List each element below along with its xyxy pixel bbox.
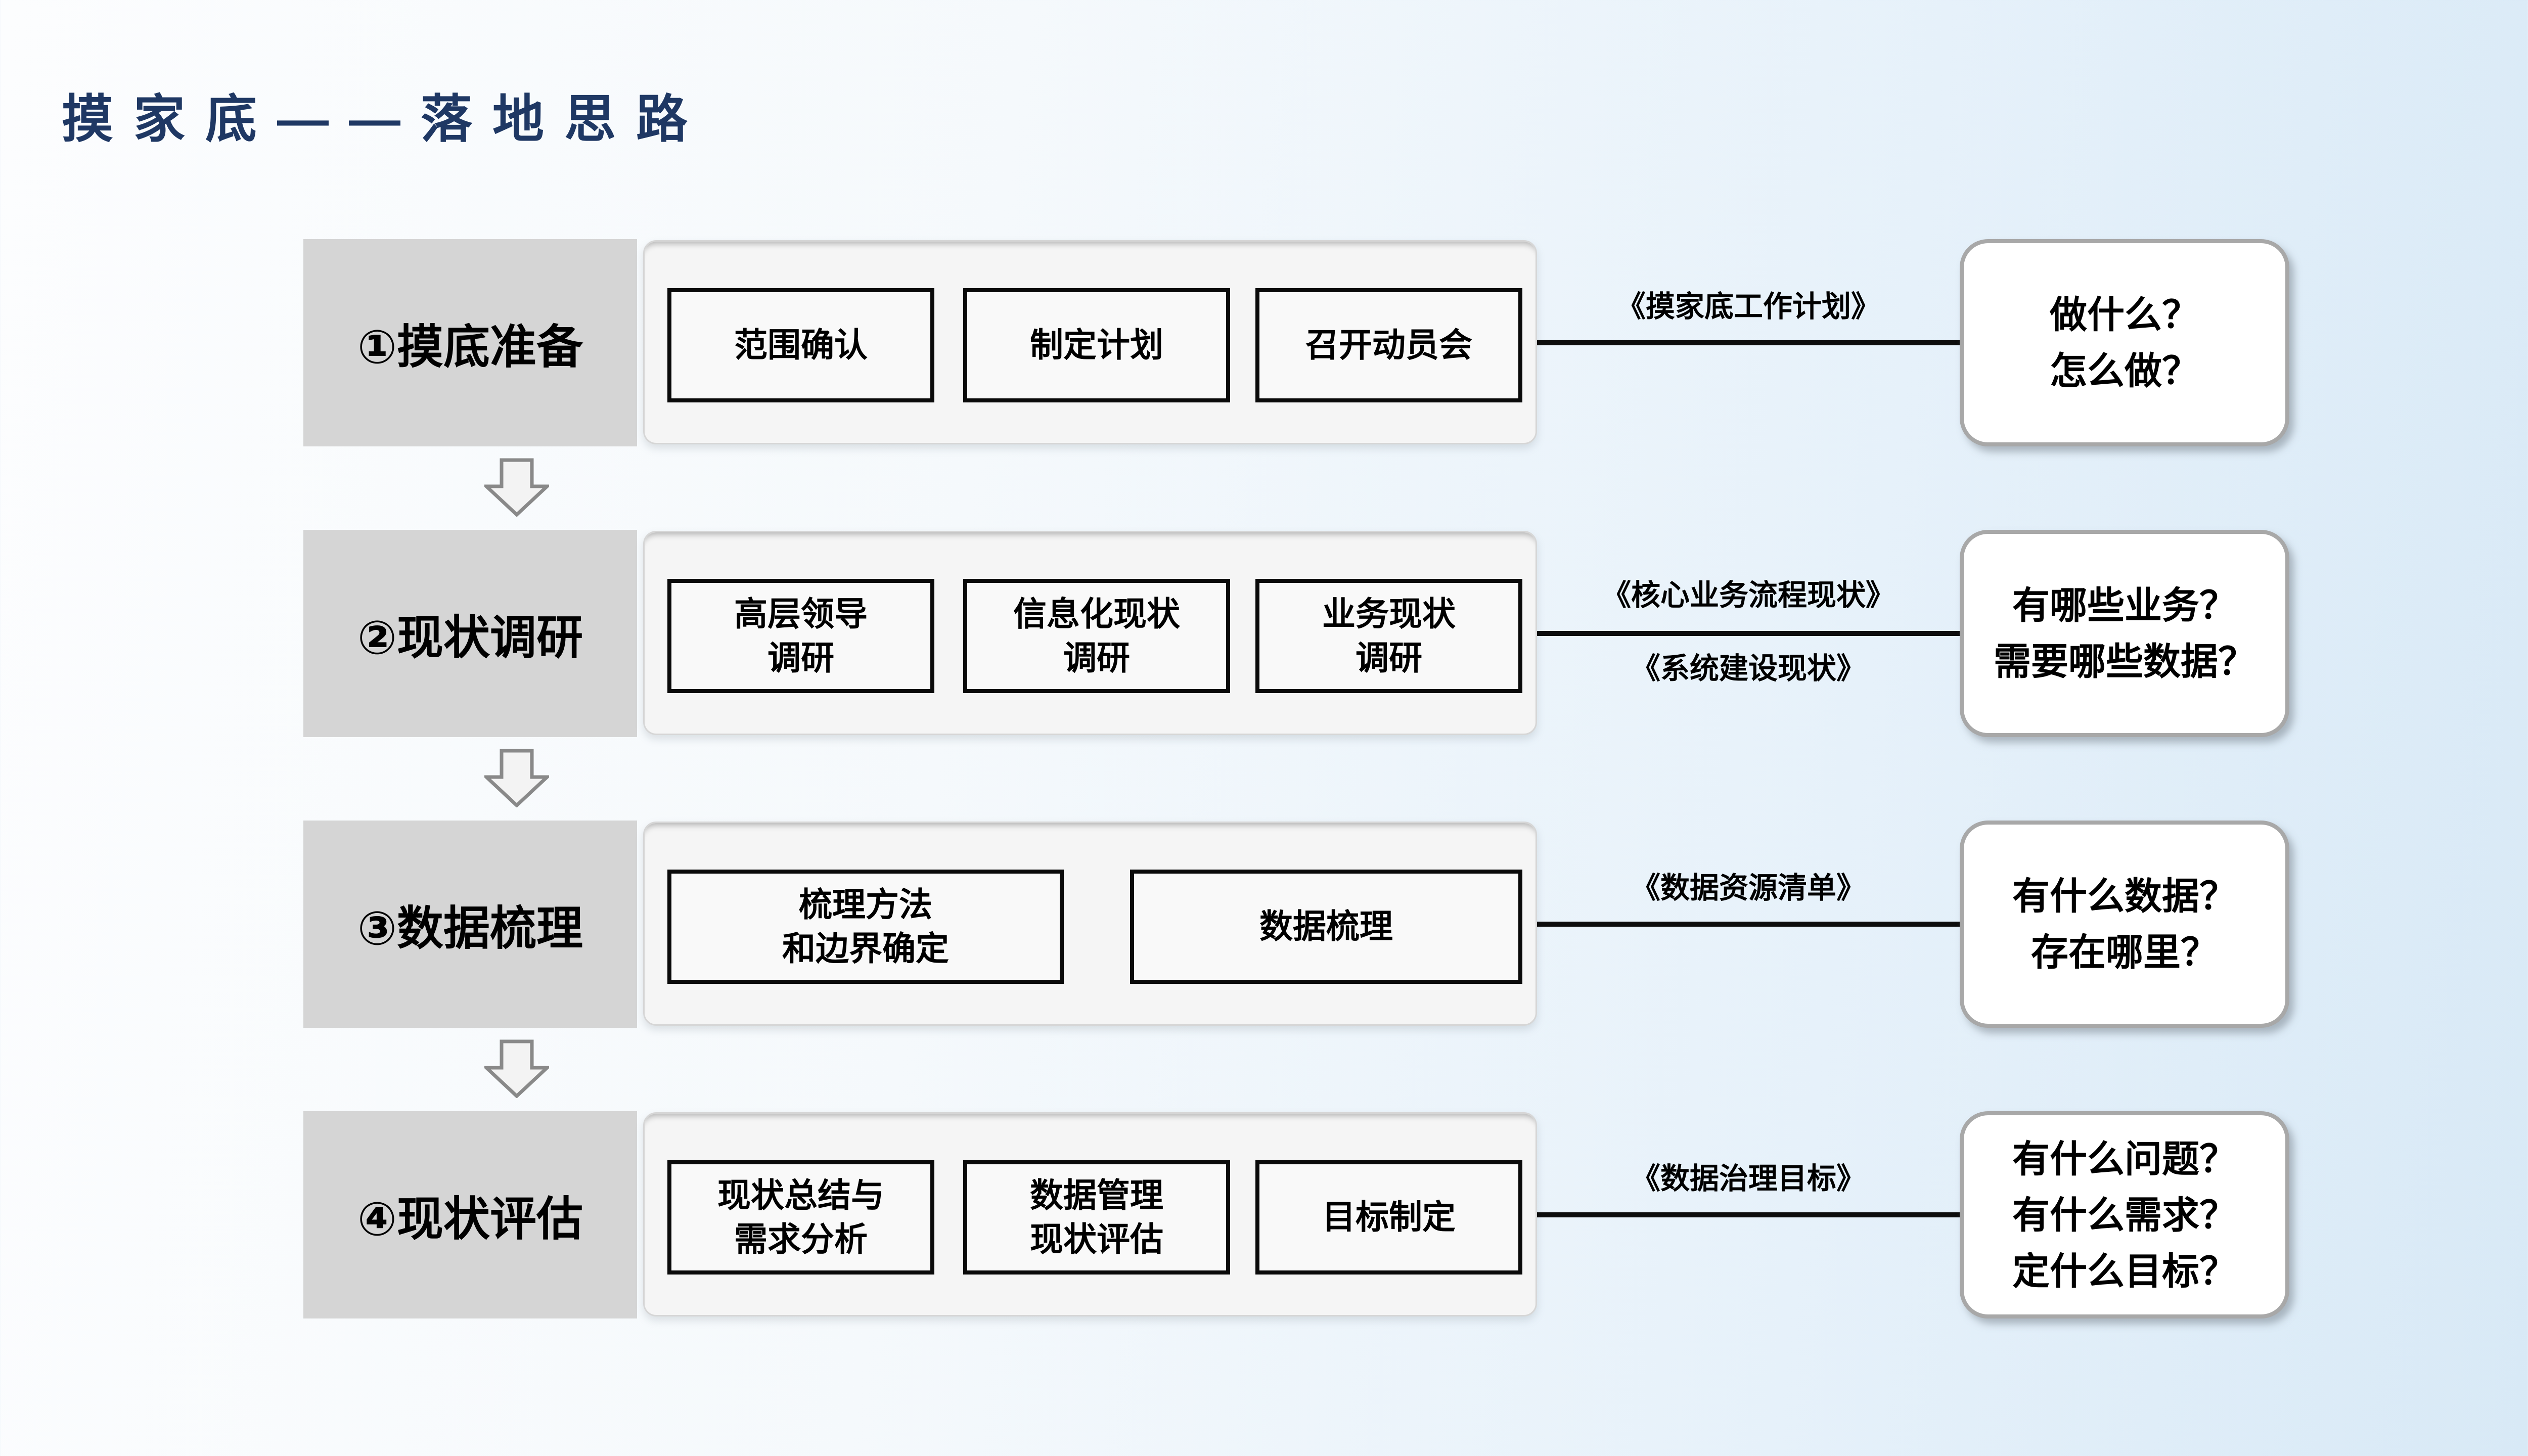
process-row-2: ②现状调研 高层领导 调研 信息化现状 调研 业务现状 调研 《核心业务流程现状… — [0, 530, 2528, 737]
stage-box-2: ②现状调研 — [303, 530, 637, 737]
step-box: 数据管理 现状评估 — [963, 1160, 1230, 1275]
down-arrow-icon — [484, 458, 549, 517]
step-box: 目标制定 — [1255, 1160, 1522, 1275]
stage-box-1: ①摸底准备 — [303, 239, 637, 446]
question-box-4: 有什么问题？ 有什么需求？ 定什么目标？ — [1960, 1111, 2289, 1318]
stage-box-3: ③数据梳理 — [303, 821, 637, 1028]
step-box: 现状总结与 需求分析 — [667, 1160, 934, 1275]
step-label: 制定计划 — [1030, 326, 1163, 364]
steps-panel-4: 现状总结与 需求分析 数据管理 现状评估 目标制定 — [643, 1112, 1537, 1316]
connector-line — [1537, 1212, 1960, 1217]
connector-line — [1537, 631, 1960, 636]
step-label: 高层领导 — [734, 595, 868, 632]
question-line: 需要哪些数据？ — [1994, 641, 2255, 682]
question-line: 定什么目标？ — [2012, 1250, 2237, 1292]
step-label: 现状评估 — [1030, 1220, 1163, 1258]
process-row-3: ③数据梳理 梳理方法 和边界确定 数据梳理 《数据资源清单》 有什么数据？ 存在… — [0, 821, 2528, 1028]
step-label: 数据管理 — [1030, 1176, 1163, 1214]
doc-label: 《数据资源清单》 — [1631, 872, 1866, 904]
question-line: 有什么数据？ — [2012, 875, 2237, 917]
step-label: 现状总结与 — [717, 1176, 884, 1214]
doc-label: 《系统建设现状》 — [1631, 652, 1866, 685]
process-row-4: ④现状评估 现状总结与 需求分析 数据管理 现状评估 目标制定 《数据治理目标》… — [0, 1111, 2528, 1318]
page-title: 摸家底——落地思路 — [62, 90, 708, 149]
step-label: 和边界确定 — [782, 930, 949, 967]
question-line: 有什么需求？ — [2012, 1194, 2237, 1236]
steps-panel-3: 梳理方法 和边界确定 数据梳理 — [643, 822, 1537, 1026]
step-label: 目标制定 — [1322, 1198, 1456, 1236]
step-label: 梳理方法 — [799, 885, 932, 923]
step-box: 范围确认 — [667, 288, 934, 402]
step-label: 调研 — [768, 639, 834, 676]
doc-label: 《摸家底工作计划》 — [1616, 290, 1880, 323]
step-label: 信息化现状 — [1013, 595, 1180, 632]
question-line: 做什么？ — [2050, 294, 2199, 336]
step-label: 数据梳理 — [1259, 907, 1393, 945]
step-box: 高层领导 调研 — [667, 579, 934, 693]
doc-label: 《核心业务流程现状》 — [1601, 579, 1895, 612]
question-box-1: 做什么？ 怎么做？ — [1960, 239, 2289, 446]
step-box: 数据梳理 — [1130, 870, 1522, 984]
process-row-1: ①摸底准备 范围确认 制定计划 召开动员会 《摸家底工作计划》 做什么？ 怎么做… — [0, 239, 2528, 446]
step-label: 调研 — [1356, 639, 1422, 676]
step-label: 调研 — [1063, 639, 1130, 676]
connector-line — [1537, 922, 1960, 927]
stage-box-4: ④现状评估 — [303, 1111, 637, 1318]
question-box-2: 有哪些业务？ 需要哪些数据？ — [1960, 530, 2289, 737]
down-arrow-icon — [484, 749, 549, 807]
step-box: 制定计划 — [963, 288, 1230, 402]
step-label: 范围确认 — [734, 326, 868, 364]
step-box: 召开动员会 — [1255, 288, 1522, 402]
question-line: 有什么问题？ — [2012, 1138, 2237, 1180]
question-line: 有哪些业务？ — [2012, 584, 2237, 626]
doc-label: 《数据治理目标》 — [1631, 1162, 1866, 1195]
step-label: 需求分析 — [734, 1220, 868, 1258]
steps-panel-1: 范围确认 制定计划 召开动员会 — [643, 240, 1537, 444]
step-label: 召开动员会 — [1305, 326, 1472, 364]
down-arrow-icon — [484, 1039, 549, 1098]
step-box: 梳理方法 和边界确定 — [667, 870, 1064, 984]
question-box-3: 有什么数据？ 存在哪里？ — [1960, 821, 2289, 1028]
connector-line — [1537, 340, 1960, 345]
step-label: 业务现状 — [1322, 595, 1456, 632]
question-line: 存在哪里？ — [2031, 931, 2218, 973]
steps-panel-2: 高层领导 调研 信息化现状 调研 业务现状 调研 — [643, 531, 1537, 735]
step-box: 信息化现状 调研 — [963, 579, 1230, 693]
step-box: 业务现状 调研 — [1255, 579, 1522, 693]
question-line: 怎么做？ — [2050, 350, 2199, 392]
